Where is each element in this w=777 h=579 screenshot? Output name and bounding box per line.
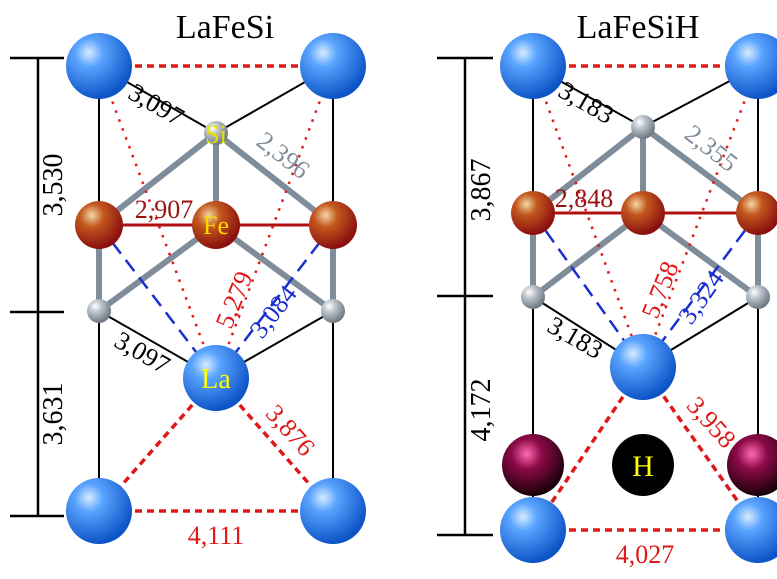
la-atom-bottom-right (300, 478, 366, 544)
panel-lafesih: LaFeSiH 3,867 4,172 (437, 9, 777, 569)
lattice-a-left: 4,111 (188, 521, 245, 550)
la-atom-top-left-r (500, 33, 566, 99)
fe-atom-left-r (511, 191, 555, 235)
la-atom-top-left (66, 33, 132, 99)
atom-label-fe: Fe (203, 211, 229, 240)
red-dotted-lines-left (97, 65, 335, 379)
dist-la-la-right: 3,958 (681, 391, 742, 454)
height-scale-bar-left (10, 56, 64, 518)
dist-la-si-top-left: 3,097 (124, 77, 189, 131)
la-atom-bottom-left-r (500, 497, 566, 563)
panel-lafesi: LaFeSi 3,530 3,631 (10, 9, 366, 550)
dist-fe-fe-right: 2,848 (555, 184, 614, 213)
height-scale-bar-right (437, 56, 493, 537)
la-atom-bottom-right-r (725, 497, 777, 563)
h-atom-center (612, 434, 674, 496)
la-atom-center-r (610, 334, 676, 400)
fe-atom-right (309, 201, 357, 249)
si-atom-top (204, 121, 228, 145)
panel-title-lafesi: LaFeSi (176, 9, 274, 46)
la-atom-top-right-r (725, 33, 777, 99)
dist-la-la-left: 3,876 (260, 399, 321, 462)
panel-title-lafesih: LaFeSiH (577, 9, 700, 46)
dist-la-si-top-right: 3,183 (554, 75, 619, 129)
fe-atom-center-r (621, 191, 665, 235)
fe-atom-center (192, 201, 240, 249)
si-atom-lower-left (87, 299, 111, 323)
fe-atom-right-r (736, 191, 777, 235)
lattice-a-right: 4,027 (616, 540, 675, 569)
la-atom-center (183, 345, 249, 411)
dist-si-fe-right: 2,355 (679, 119, 743, 178)
dist-la-si-bottom-left: 3,097 (110, 325, 175, 379)
red-dotted-lines-right (531, 65, 760, 368)
atom-label-h: H (632, 450, 654, 483)
height-lower-left: 3,631 (38, 383, 69, 446)
si-atom-lower-right (321, 299, 345, 323)
dist-fe-fe-left: 2,907 (135, 195, 194, 224)
h-atom-left (502, 434, 564, 496)
atom-label-si: Si (205, 120, 227, 149)
fe-atom-left (75, 201, 123, 249)
si-atom-lower-right-r (746, 285, 770, 309)
height-upper-right: 3,867 (466, 159, 497, 222)
red-dashed-lines-right (531, 64, 760, 532)
height-lower-right: 4,172 (466, 379, 497, 442)
la-atom-top-right (300, 33, 366, 99)
dist-la-si-bottom-right: 3,183 (543, 310, 608, 364)
height-upper-left: 3,530 (38, 154, 69, 217)
si-fe-bonds-right (530, 124, 761, 300)
si-atom-top-r (631, 115, 655, 139)
dist-si-fe-left: 2,396 (251, 126, 315, 185)
h-atom-right (727, 434, 777, 496)
atom-label-la: La (201, 364, 231, 395)
si-atom-lower-left-r (521, 285, 545, 309)
la-atom-bottom-left (66, 478, 132, 544)
